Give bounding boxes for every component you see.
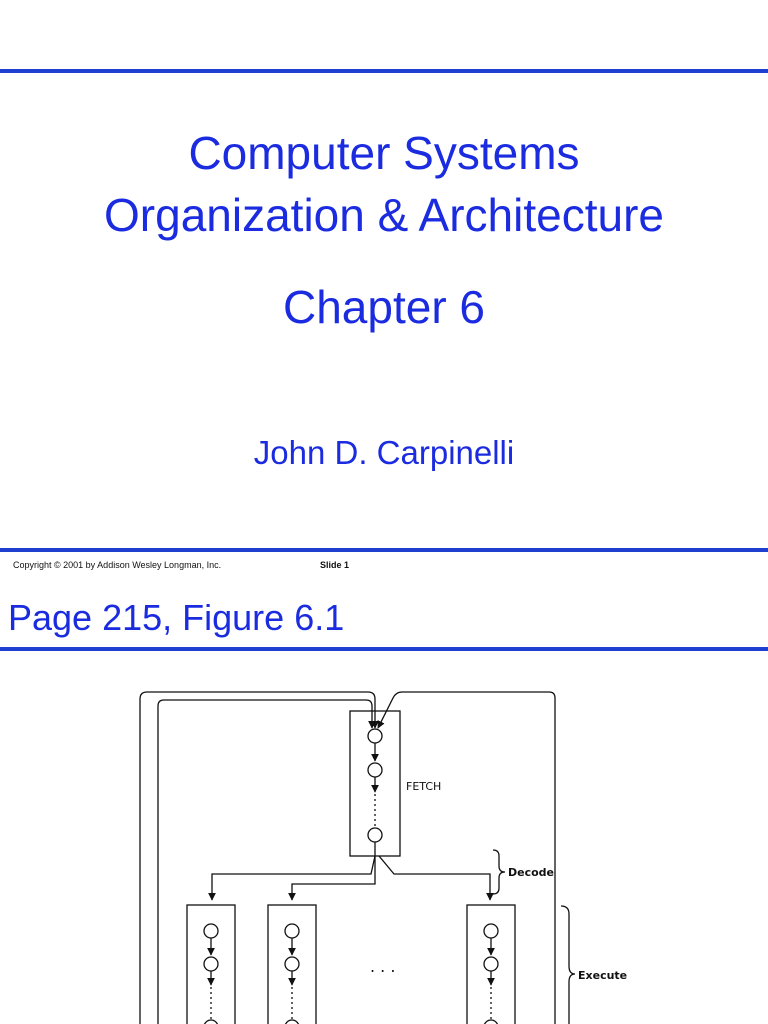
execute-box-n: [466, 904, 516, 1024]
decode-label: Decode: [508, 866, 554, 879]
figure-6-1-diagram: FETCH Decode Execute . . .: [139, 691, 627, 1024]
right-loop-line: [377, 691, 556, 1024]
fetch-state-n: [367, 827, 383, 843]
slide-number: Slide 1: [320, 560, 350, 570]
page-heading: Page 215, Figure 6.1: [8, 597, 345, 638]
author-name: John D. Carpinelli: [253, 434, 515, 471]
fetch-state-1: [367, 728, 383, 744]
slide-title-line-1: Computer Systems: [188, 127, 580, 179]
top-rule: [0, 69, 768, 73]
decode-branch-left: [208, 842, 376, 901]
execute-box-1: [186, 904, 236, 1024]
heading-rule: [0, 647, 768, 651]
execute-box-2: [267, 904, 317, 1024]
chapter-title: Chapter 6: [282, 281, 485, 333]
fetch-state-2: [367, 762, 383, 778]
ellipsis-label: . . .: [370, 957, 395, 976]
inner-loop-line: [157, 699, 376, 1024]
copyright-text: Copyright © 2001 by Addison Wesley Longm…: [13, 560, 222, 570]
decode-branch-mid: [288, 856, 376, 901]
decode-brace: [492, 849, 506, 895]
decode-branch-right: [378, 855, 494, 901]
outer-loop-line: [139, 691, 379, 1024]
execute-label: Execute: [578, 969, 627, 982]
slide-title-line-2: Organization & Architecture: [104, 189, 664, 241]
slide-divider-rule: [0, 548, 768, 552]
fetch-label: FETCH: [406, 780, 441, 793]
execute-brace: [560, 905, 576, 1024]
